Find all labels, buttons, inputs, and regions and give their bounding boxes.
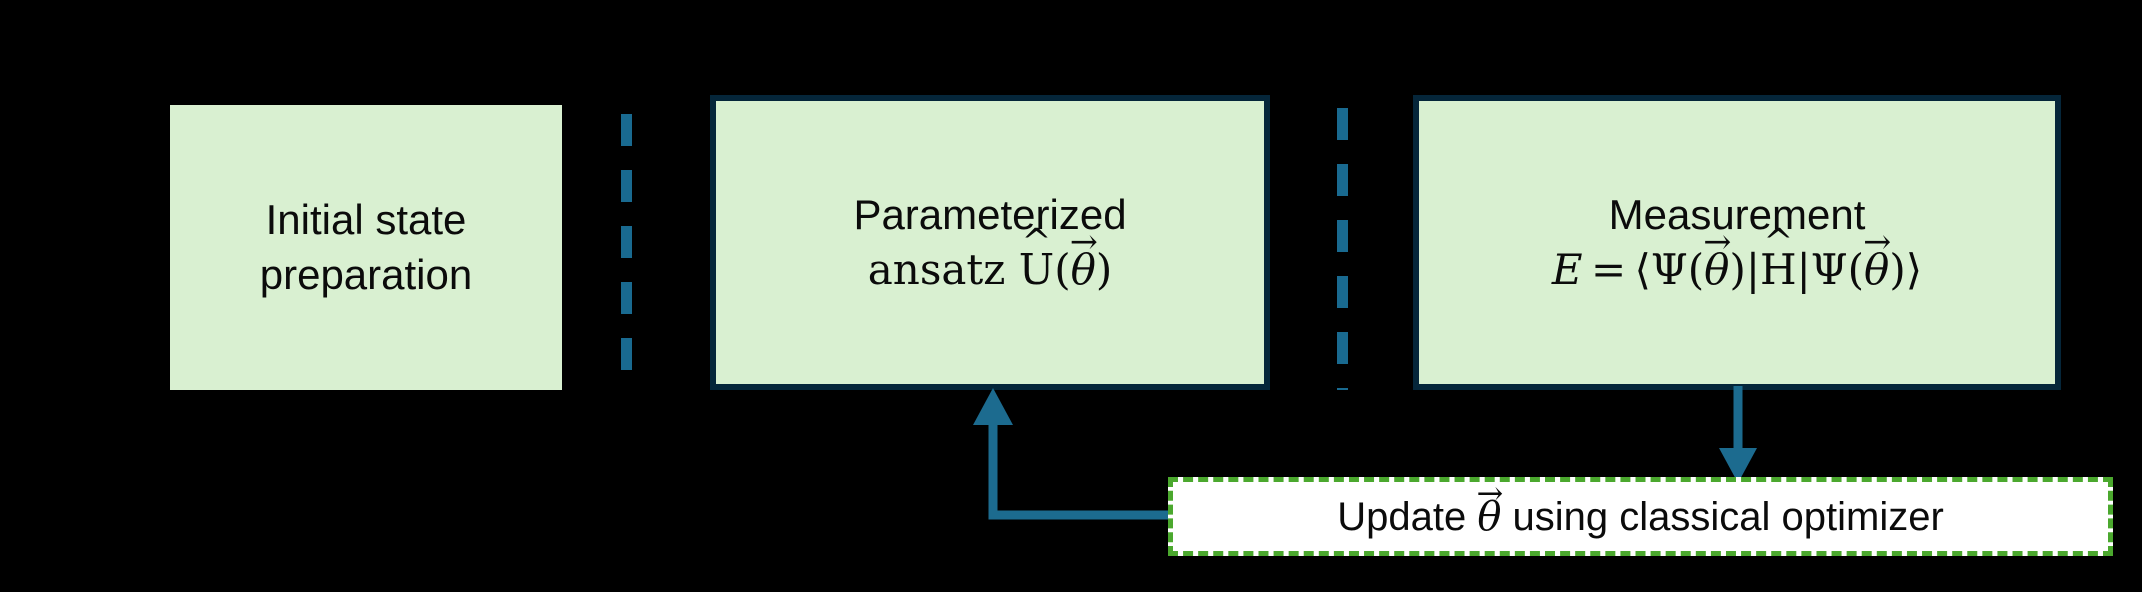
initial-state-line-1: Initial state [265,195,467,243]
unitary-letter: U [1018,244,1055,294]
measurement-energy-formula: E = ⟨Ψ(→θ)|^H|Ψ(→θ)⟩ [1551,224,1923,298]
energy-symbol: E [1551,244,1583,294]
theta-vector-symbol-1: →θ [1703,225,1731,298]
paren-open-2: ( [1847,244,1865,294]
psi-symbol-1: Ψ [1650,244,1688,294]
psi-symbol-2: Ψ [1810,244,1848,294]
measurement-line-1: Measurement [1608,190,1866,238]
hat-accent-icon: ^ [1763,221,1794,263]
paren-close-1: ) [1729,244,1746,294]
ansatz-paren-close: ) [1095,244,1113,294]
initial-state-line-2: preparation [259,250,473,298]
ansatz-line-1: Parameterized [853,190,1127,238]
theta-vector-symbol: →θ [1070,225,1098,298]
unitary-operator-symbol: ^U [1018,224,1055,298]
arrow-update-to-ansatz [973,388,1173,520]
equals-sign: = [1590,244,1627,294]
bra-angle-icon: ⟨ [1634,244,1651,294]
update-optimizer-text: Update →θ using classical optimizer [1337,477,1944,540]
ket-angle-icon: ⟩ [1905,244,1923,294]
theta-letter-1: θ [1704,244,1730,294]
barrier-separator-1 [621,114,632,390]
barrier-separator-2 [1337,108,1348,390]
theta-vector-symbol-2: →θ [1863,225,1891,298]
vector-arrow-icon: → [1476,473,1504,512]
ansatz-prefix-text: ansatz [867,244,1019,294]
theta-vector-symbol-update: →θ [1476,477,1503,540]
vector-arrow-icon: → [1703,222,1732,262]
update-optimizer-box[interactable]: Update →θ using classical optimizer [1168,477,2113,556]
stage-box-parameterized-ansatz[interactable]: Parameterized ansatz ^U(→θ) [710,95,1270,390]
vector-arrow-icon: → [1069,222,1098,262]
theta-letter-update: θ [1477,493,1502,540]
theta-letter: θ [1070,244,1096,294]
bar-separator-2: | [1796,244,1811,294]
stage-box-measurement[interactable]: Measurement E = ⟨Ψ(→θ)|^H|Ψ(→θ)⟩ [1413,95,2061,390]
update-suffix-text: using classical optimizer [1501,494,1944,539]
update-prefix-text: Update [1337,494,1478,539]
theta-letter-2: θ [1864,244,1890,294]
hamiltonian-letter: H [1760,244,1797,294]
hamiltonian-operator-symbol: ^H [1760,224,1797,298]
paren-open-1: ( [1687,244,1705,294]
hat-accent-icon: ^ [1021,221,1052,263]
bar-separator-1: | [1745,244,1760,294]
ansatz-line-2: ansatz ^U(→θ) [867,224,1113,298]
vector-arrow-icon: → [1863,222,1892,262]
paren-close-2: ) [1889,244,1906,294]
stage-box-initial-state[interactable]: Initial state preparation [170,105,562,390]
ansatz-paren-open: ( [1054,244,1071,294]
